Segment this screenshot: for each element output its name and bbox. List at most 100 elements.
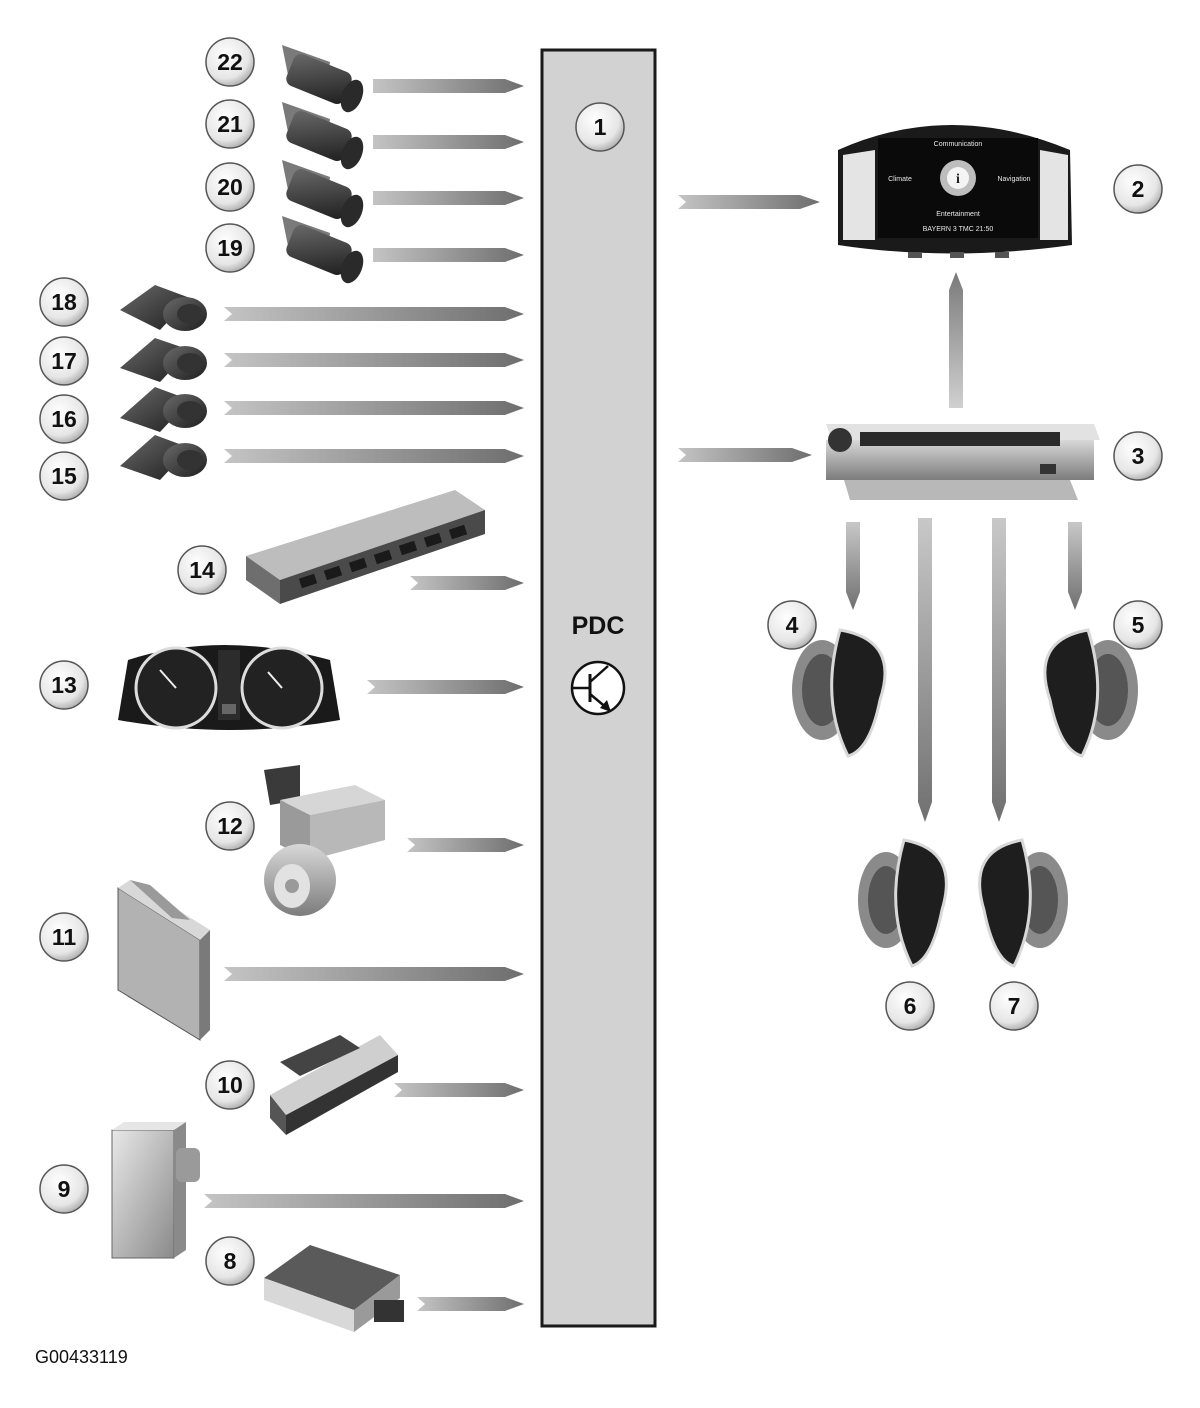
svg-text:15: 15 bbox=[51, 463, 77, 489]
svg-text:22: 22 bbox=[217, 49, 243, 75]
arrow-3-to-4 bbox=[846, 522, 860, 610]
arrow-to-3 bbox=[678, 448, 812, 462]
badge-2: 2 bbox=[1113, 164, 1163, 214]
ultrasonic-sensor-20 bbox=[282, 160, 364, 228]
svg-text:3: 3 bbox=[1132, 443, 1145, 469]
svg-text:1: 1 bbox=[594, 114, 607, 140]
svg-text:20: 20 bbox=[217, 174, 243, 200]
badge-7: 7 bbox=[989, 981, 1039, 1031]
svg-text:7: 7 bbox=[1008, 993, 1021, 1019]
svg-text:2: 2 bbox=[1132, 176, 1145, 202]
ultrasonic-sensor-22 bbox=[282, 45, 364, 113]
arrow-to-2 bbox=[678, 195, 820, 209]
badge-15: 15 bbox=[39, 451, 89, 501]
svg-text:4: 4 bbox=[786, 612, 799, 638]
arrow-3-to-6 bbox=[918, 518, 932, 822]
svg-text:18: 18 bbox=[51, 289, 77, 315]
badge-3: 3 bbox=[1113, 431, 1163, 481]
arrow-13 bbox=[367, 680, 524, 694]
arrow-9 bbox=[204, 1194, 524, 1208]
badge-17: 17 bbox=[39, 336, 89, 386]
arrow-11 bbox=[224, 967, 524, 981]
speaker-7 bbox=[978, 838, 1068, 968]
module-10 bbox=[270, 1035, 398, 1135]
arrow-22 bbox=[373, 79, 524, 93]
arrow-3-to-7 bbox=[992, 518, 1006, 822]
arrow-18 bbox=[224, 307, 524, 321]
badge-9: 9 bbox=[39, 1164, 89, 1214]
badge-8: 8 bbox=[205, 1236, 255, 1286]
info-icon: i bbox=[956, 172, 960, 187]
badge-21: 21 bbox=[205, 99, 255, 149]
svg-text:21: 21 bbox=[217, 111, 243, 137]
svg-text:16: 16 bbox=[51, 406, 77, 432]
badge-22: 22 bbox=[205, 37, 255, 87]
badge-1: 1 bbox=[575, 102, 625, 152]
display-menu-left: Climate bbox=[888, 176, 912, 183]
svg-text:11: 11 bbox=[52, 924, 77, 950]
arrow-8 bbox=[417, 1297, 524, 1311]
arrow-17 bbox=[224, 353, 524, 367]
badge-18: 18 bbox=[39, 277, 89, 327]
number-badges: 1 2 3 4 5 6 7 8 9 10 11 12 13 14 15 bbox=[39, 37, 1163, 1286]
badge-19: 19 bbox=[205, 223, 255, 273]
display-menu-right: Navigation bbox=[997, 176, 1030, 183]
svg-text:17: 17 bbox=[51, 348, 77, 374]
badge-5: 5 bbox=[1113, 600, 1163, 650]
svg-text:9: 9 bbox=[58, 1176, 71, 1202]
arrow-15 bbox=[224, 449, 524, 463]
badge-4: 4 bbox=[767, 600, 817, 650]
speaker-6 bbox=[858, 838, 948, 968]
ultrasonic-sensor-17 bbox=[120, 338, 207, 382]
arrow-21 bbox=[373, 135, 524, 149]
instrument-cluster-13 bbox=[118, 645, 340, 730]
input-arrows bbox=[204, 79, 524, 1311]
ultrasonic-sensor-16 bbox=[120, 387, 207, 432]
pdc-label: PDC bbox=[572, 612, 625, 640]
badge-6: 6 bbox=[885, 981, 935, 1031]
badge-20: 20 bbox=[205, 162, 255, 212]
ultrasonic-sensor-19 bbox=[282, 216, 364, 284]
output-arrows bbox=[678, 195, 1082, 822]
arrow-3-to-5 bbox=[1068, 522, 1082, 610]
reference-code: G00433119 bbox=[35, 1347, 128, 1367]
display-status-bar: BAYERN 3 TMC 21:50 bbox=[923, 226, 994, 233]
badge-14: 14 bbox=[177, 545, 227, 595]
control-unit-11 bbox=[117, 880, 210, 1041]
central-information-display-2: i Communication Climate Navigation Enter… bbox=[838, 125, 1072, 258]
badge-11: 11 bbox=[39, 912, 89, 962]
display-menu-top: Communication bbox=[934, 141, 983, 148]
ultrasonic-sensor-18 bbox=[120, 285, 207, 331]
speaker-4 bbox=[792, 628, 887, 758]
arrow-3-to-2 bbox=[949, 272, 963, 408]
junction-box-14 bbox=[246, 490, 485, 604]
display-menu-bottom: Entertainment bbox=[936, 211, 980, 218]
dsc-hydraulic-unit-12 bbox=[264, 765, 385, 916]
arrow-20 bbox=[373, 191, 524, 205]
arrow-12 bbox=[407, 838, 524, 852]
badge-13: 13 bbox=[39, 660, 89, 710]
arrow-19 bbox=[373, 248, 524, 262]
svg-text:12: 12 bbox=[217, 813, 243, 839]
badge-16: 16 bbox=[39, 394, 89, 444]
svg-text:19: 19 bbox=[217, 235, 243, 261]
speaker-5 bbox=[1043, 628, 1138, 758]
badge-10: 10 bbox=[205, 1060, 255, 1110]
badge-12: 12 bbox=[205, 801, 255, 851]
svg-text:13: 13 bbox=[51, 672, 77, 698]
ultrasonic-sensor-15 bbox=[120, 435, 207, 480]
arrow-16 bbox=[224, 401, 524, 415]
head-unit-3 bbox=[826, 424, 1100, 500]
svg-text:6: 6 bbox=[904, 993, 917, 1019]
module-9 bbox=[111, 1122, 200, 1259]
svg-text:14: 14 bbox=[189, 557, 215, 583]
svg-text:5: 5 bbox=[1132, 612, 1145, 638]
svg-text:8: 8 bbox=[224, 1248, 237, 1274]
ultrasonic-sensor-21 bbox=[282, 102, 364, 170]
arrow-14 bbox=[410, 576, 524, 590]
module-8 bbox=[264, 1245, 404, 1332]
arrow-10 bbox=[394, 1083, 524, 1097]
svg-text:10: 10 bbox=[217, 1072, 243, 1098]
transistor-symbol-icon bbox=[570, 660, 626, 716]
